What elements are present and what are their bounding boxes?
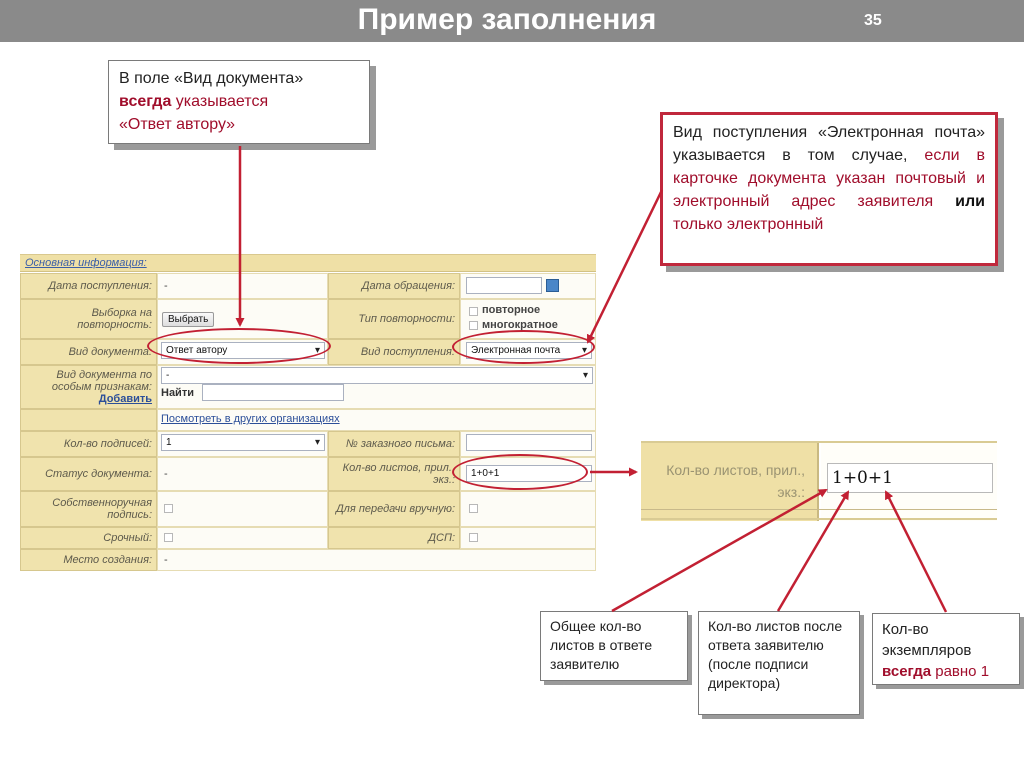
value-creation-place: - (157, 549, 596, 571)
urgent-checkbox[interactable] (164, 533, 173, 542)
repeat-option-1-label: повторное (482, 304, 541, 316)
find-input[interactable] (202, 384, 344, 401)
label-special-doc: Вид документа по особым признакам: Добав… (20, 365, 157, 409)
label-manual-transfer: Для передачи вручную: (328, 491, 460, 527)
label-signatures: Кол-во подписей: (20, 431, 157, 457)
callout-email: Вид поступления «Электронная почта» указ… (660, 112, 998, 266)
special-doc-add-link[interactable]: Добавить (98, 393, 152, 405)
special-doc-label-text: Вид документа по особым признакам: (51, 369, 152, 393)
sheets-zoom-detail: Кол-во листов, прил., экз.: 1+0+1 (641, 441, 997, 521)
highlight-receipt-kind (452, 330, 595, 364)
select-repeat-button[interactable]: Выбрать (162, 312, 215, 327)
handwritten-checkbox[interactable] (164, 504, 173, 513)
callout-after-sheets: Кол-во листов после ответа заявителю (по… (698, 611, 860, 715)
label-urgent: Срочный: (20, 527, 157, 549)
section-link-main-info[interactable]: Основная информация: (25, 257, 147, 269)
value-urgent (157, 527, 328, 549)
label-sheets: Кол-во листов, прил., экз.: (328, 457, 460, 491)
value-dsp (460, 527, 596, 549)
label-handwritten: Собственноручная подпись: (20, 491, 157, 527)
registered-letter-input[interactable] (466, 434, 592, 451)
callout-copies-line2: всегда равно 1 (882, 661, 1010, 682)
label-empty (20, 409, 157, 431)
request-date-input[interactable] (466, 277, 542, 294)
callout-doc-type-line1: В поле «Вид документа» (119, 70, 304, 87)
highlight-doc-type (147, 328, 331, 364)
manual-transfer-checkbox[interactable] (469, 504, 478, 513)
special-doc-select[interactable]: - (161, 367, 593, 384)
callout-copies-rest: равно 1 (935, 663, 990, 680)
label-repeat-sample: Выборка на повторность: (20, 299, 157, 339)
callout-doc-type-always: всегда (119, 93, 172, 110)
calendar-icon[interactable] (546, 279, 559, 292)
zoom-sheets-field: 1+0+1 (827, 463, 993, 493)
label-creation-place: Место создания: (20, 549, 157, 571)
value-manual-transfer (460, 491, 596, 527)
signatures-select[interactable]: 1 (161, 434, 325, 451)
label-request-date: Дата обращения: (328, 273, 460, 299)
callout-doc-type-line3: «Ответ автору» (119, 116, 236, 133)
slide-title: Пример заполнения (357, 3, 657, 36)
callout-email-line1: Вид поступления «Электронная почта» указ… (673, 124, 985, 164)
arrow-receipt-kind (586, 189, 664, 344)
label-receipt-kind: Вид поступления: (328, 339, 460, 365)
multiple-checkbox[interactable] (469, 321, 478, 330)
label-repeat-type: Тип повторности: (328, 299, 460, 339)
callout-total-sheets: Общее кол-во листов в ответе заявителю (540, 611, 688, 681)
other-orgs-link[interactable]: Посмотреть в других организациях (161, 413, 340, 425)
value-handwritten (157, 491, 328, 527)
label-registered-letter: № заказного письма: (328, 431, 460, 457)
callout-email-or: или (955, 193, 985, 210)
label-doc-status: Статус документа: (20, 457, 157, 491)
callout-email-red1: если в карточке документа указан почтовы… (673, 147, 986, 210)
highlight-sheets (452, 454, 588, 490)
label-receipt-date: Дата поступления: (20, 273, 157, 299)
zoom-rule-bottom (641, 509, 997, 510)
callout-doc-type: В поле «Вид документа» всегда указываетс… (108, 60, 370, 144)
callout-doc-type-line2: всегда указывается (119, 90, 359, 113)
callout-copies: Кол-во экземпляров всегда равно 1 (872, 613, 1020, 685)
repeat-option-2-label: многократное (482, 319, 558, 331)
form-section-header: Основная информация: (20, 255, 596, 272)
callout-copies-always: всегда (882, 663, 932, 680)
value-other-orgs (157, 409, 596, 431)
value-doc-status: - (157, 457, 328, 491)
document-card-form: Основная информация: Дата поступления: -… (20, 254, 596, 572)
dsp-checkbox[interactable] (469, 533, 478, 542)
find-label: Найти (161, 387, 194, 399)
value-receipt-date: - (157, 273, 328, 299)
slide-header: Пример заполнения 35 (0, 0, 1024, 42)
zoom-rule-bottom-2 (641, 518, 997, 520)
label-dsp: ДСП: (328, 527, 460, 549)
callout-doc-type-rest: указывается (175, 93, 269, 110)
label-doc-type: Вид документа: (20, 339, 157, 365)
zoom-rule-top (641, 441, 997, 443)
callout-copies-line1: Кол-во экземпляров (882, 621, 972, 659)
callout-email-red2: только электронный (673, 216, 824, 233)
repeat-checkbox[interactable] (469, 307, 478, 316)
slide-number: 35 (864, 12, 882, 29)
